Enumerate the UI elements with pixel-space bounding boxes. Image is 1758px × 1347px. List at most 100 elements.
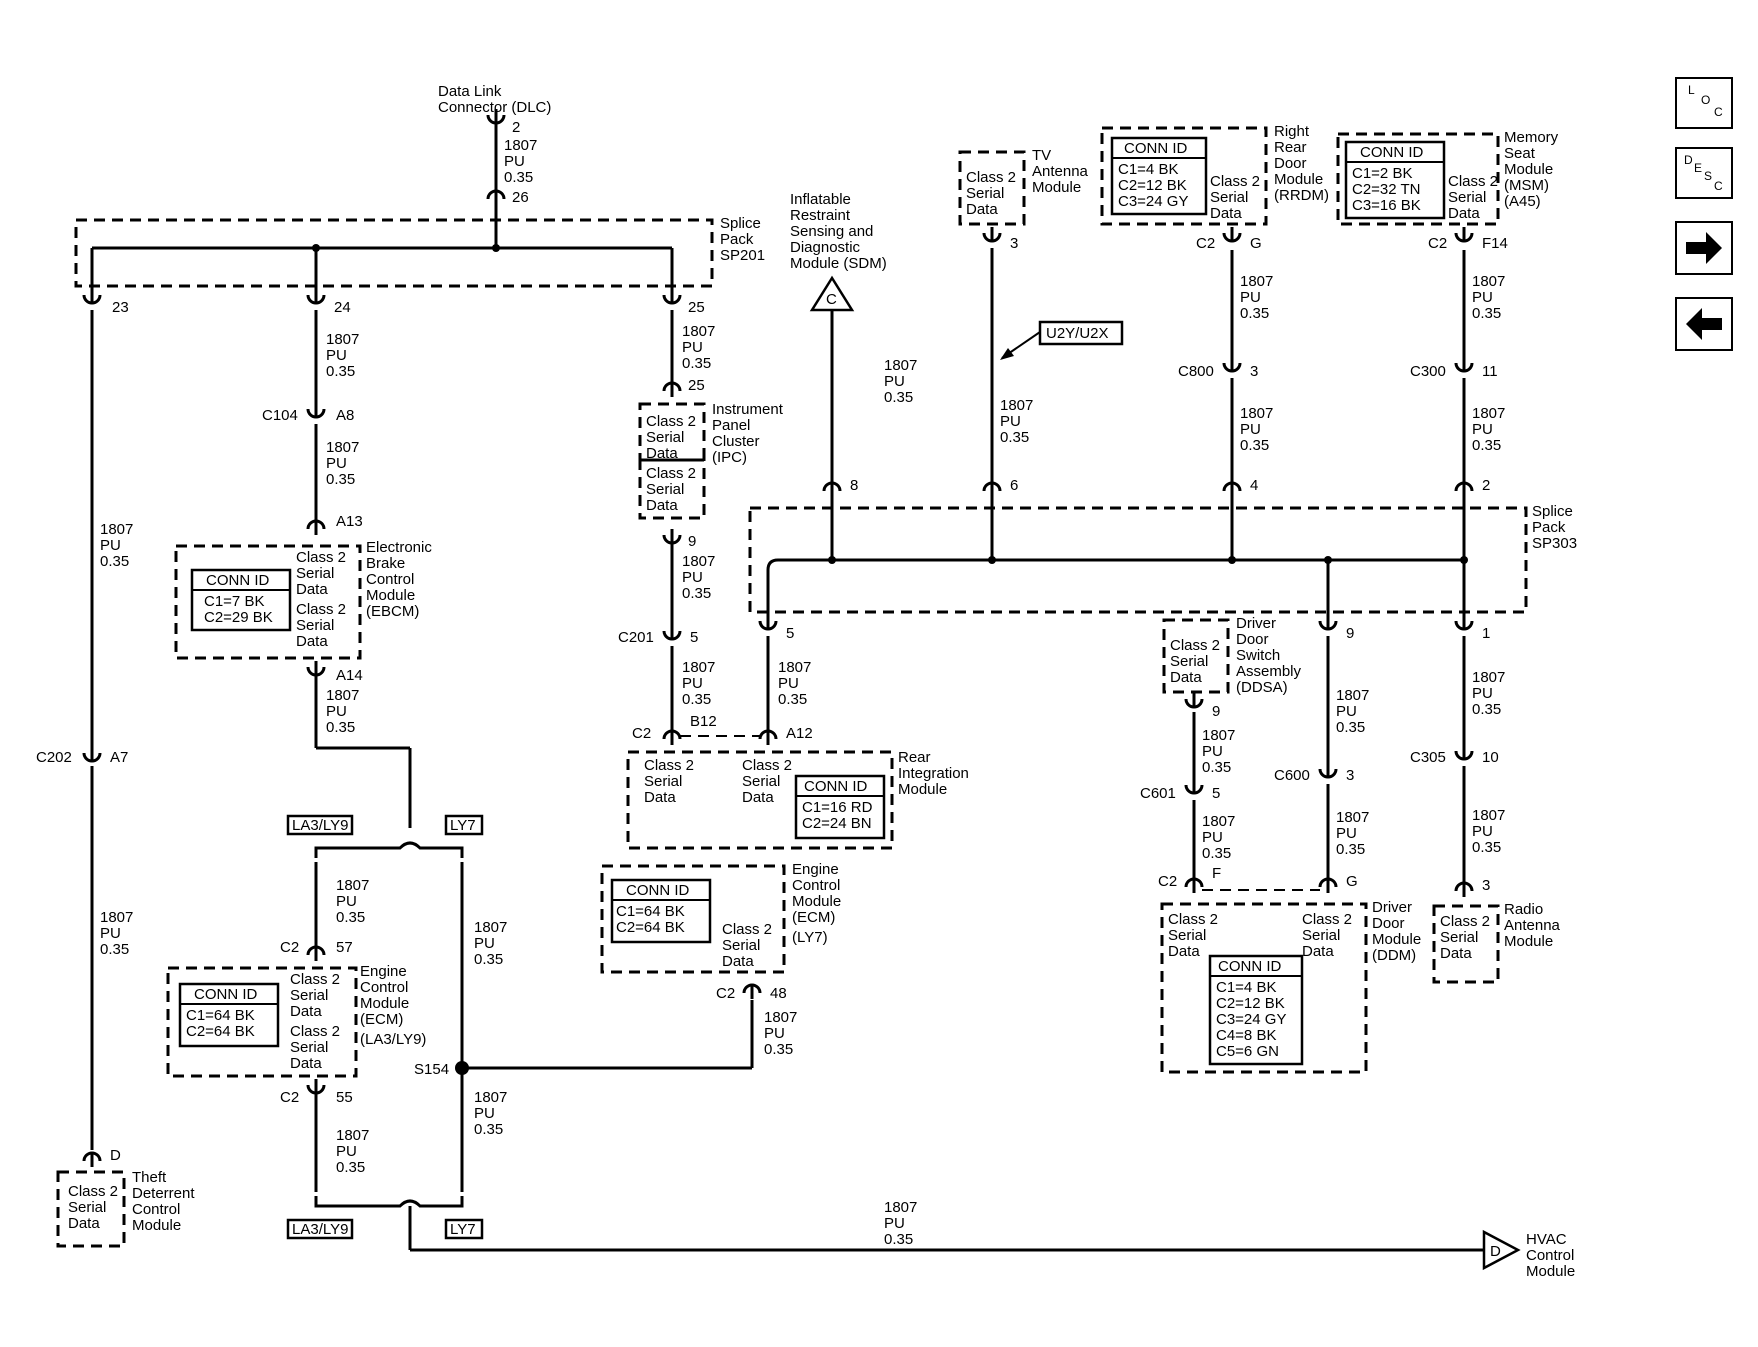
conn-id-entry: C1=7 BK (204, 593, 264, 610)
class2-label: Class 2 (296, 549, 346, 566)
pin-label: 25 (688, 377, 705, 394)
wire-spec-color: PU (1240, 421, 1261, 438)
conn-id-entry: C2=64 BK (186, 1023, 255, 1040)
tdm-outline (56, 1170, 126, 1248)
class2-label: Data (1302, 943, 1334, 960)
conn-id-label: CONN ID (1360, 144, 1424, 161)
msm-name: Module (1504, 161, 1553, 178)
wire-spec-circuit: 1807 (326, 331, 359, 348)
wire-spec-circuit: 1807 (764, 1009, 797, 1026)
conn-id-entry: C4=8 BK (1216, 1027, 1276, 1044)
arrow-right-icon (1686, 232, 1722, 264)
pin-label: A14 (336, 667, 363, 684)
class2-label: Data (646, 497, 678, 514)
ddm-name: Door (1372, 915, 1405, 932)
class2-label: Data (296, 581, 328, 598)
class2-label: Data (644, 789, 676, 806)
back-button[interactable] (1675, 297, 1733, 351)
conn-id-entry: C1=4 BK (1216, 979, 1276, 996)
tdm-name: Deterrent (132, 1185, 195, 1202)
wire-spec-size: 0.35 (336, 1159, 365, 1176)
tdm-name: Module (132, 1217, 181, 1234)
conn-id-entry: C1=4 BK (1118, 161, 1178, 178)
class2-label: Class 2 (290, 971, 340, 988)
pin-label: 48 (770, 985, 787, 1002)
pin-label: G (1346, 873, 1358, 890)
option-tag-la3-ly9: LA3/LY9 (292, 817, 348, 834)
ddm-name: Driver (1372, 899, 1412, 916)
ebcm-name: Module (366, 587, 415, 604)
wire-spec-color: PU (1472, 421, 1493, 438)
wire-spec-color: PU (326, 455, 347, 472)
ddsa-name: Switch (1236, 647, 1280, 664)
sdm-triangle-symbol: C (809, 275, 855, 312)
wire-spec-size: 0.35 (682, 585, 711, 602)
conn-id-label: CONN ID (626, 882, 690, 899)
conn-id-entry: C2=24 BN (802, 815, 872, 832)
wire-spec-color: PU (778, 675, 799, 692)
pin-label: F (1212, 865, 1221, 882)
pin-label: 3 (1482, 877, 1490, 894)
pin-label: 57 (336, 939, 353, 956)
connector-label: C2 (716, 985, 735, 1002)
rim-name: Module (898, 781, 947, 798)
pin-label: 2 (512, 119, 520, 136)
sp201-label: SP201 (720, 247, 765, 264)
ebcm-name: Electronic (366, 539, 432, 556)
conn-id-entry: C2=32 TN (1352, 181, 1421, 198)
ebcm-conn-id-box: CONN ID C1=7 BK C2=29 BK (190, 568, 292, 632)
wire-spec-size: 0.35 (1202, 845, 1231, 862)
ipc-outline-1 (638, 402, 706, 462)
class2-label: Serial (1448, 189, 1486, 206)
connector-label: C202 (36, 749, 72, 766)
option-tag-u2y-u2x: U2Y/U2X (1046, 325, 1109, 342)
desc-button[interactable]: D E S C (1675, 147, 1733, 199)
wire-spec-color: PU (884, 373, 905, 390)
ecm-la3-name: Module (360, 995, 409, 1012)
class2-label: Class 2 (290, 1023, 340, 1040)
connector-label: C305 (1410, 749, 1446, 766)
wire-spec-size: 0.35 (1472, 437, 1501, 454)
ebcm-outline (174, 544, 362, 660)
pin-label: 10 (1482, 749, 1499, 766)
wire-spec-size: 0.35 (326, 471, 355, 488)
ipc-name: Cluster (712, 433, 760, 450)
wire-spec-color: PU (1000, 413, 1021, 430)
rrdm-name: Right (1274, 123, 1310, 140)
pin-label: 55 (336, 1089, 353, 1106)
wire-labels: 1807PU0.351807PU0.351807PU0.351807PU0.35… (100, 137, 1505, 1248)
ipc-outline-2 (638, 458, 706, 520)
wire-spec-circuit: 1807 (326, 687, 359, 704)
radio-outline (1432, 904, 1500, 984)
loc-button[interactable]: L O C (1675, 77, 1733, 129)
conn-id-entry: C2=12 BK (1118, 177, 1187, 194)
sdm-name: Sensing and (790, 223, 873, 240)
wire-spec-color: PU (1472, 823, 1493, 840)
wires (90, 122, 1484, 1252)
class2-label: Class 2 (742, 757, 792, 774)
module-outlines (56, 126, 1528, 1248)
class2-label: Class 2 (1448, 173, 1498, 190)
ecm-la3-name: (LA3/LY9) (360, 1031, 426, 1048)
class2-label: Serial (68, 1199, 106, 1216)
wire-spec-circuit: 1807 (1240, 405, 1273, 422)
next-button[interactable] (1675, 221, 1733, 275)
ipc-name: (IPC) (712, 449, 747, 466)
tdm-name: Theft (132, 1169, 167, 1186)
rim-conn-id-box: CONN ID C1=16 RD C2=24 BN (794, 774, 886, 840)
ddm-name: (DDM) (1372, 947, 1416, 964)
wire-spec-color: PU (100, 537, 121, 554)
class2-label: Serial (290, 1039, 328, 1056)
wire-spec-size: 0.35 (682, 355, 711, 372)
wire-spec-color: PU (474, 935, 495, 952)
pin-label: 9 (688, 533, 696, 550)
wire-spec-color: PU (326, 703, 347, 720)
ecm-ly7-conn-id-box: CONN ID C1=64 BK C2=64 BK (610, 878, 712, 944)
conn-id-entry: C3=16 BK (1352, 197, 1421, 214)
wire-spec-color: PU (682, 339, 703, 356)
rrdm-name: Door (1274, 155, 1307, 172)
class2-label: Serial (1210, 189, 1248, 206)
radio-name: Radio (1504, 901, 1543, 918)
connector-label: C300 (1410, 363, 1446, 380)
class2-label: Serial (644, 773, 682, 790)
